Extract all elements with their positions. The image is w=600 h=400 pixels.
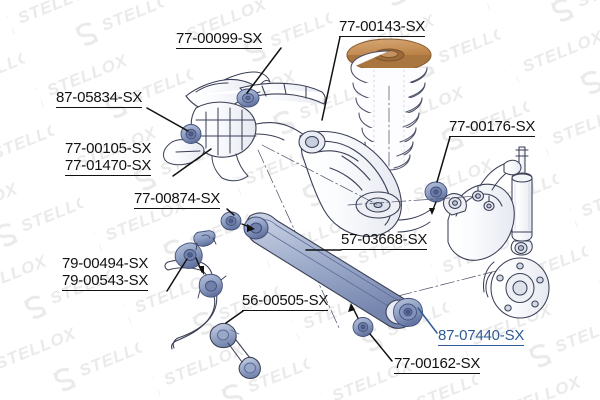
label-77-00162-sx[interactable]: 77-00162-SX	[394, 355, 481, 374]
label-line-79-00494-sx: 79-00494-SX	[62, 255, 149, 272]
label-77-00099-sx[interactable]: 77-00099-SX	[176, 30, 263, 49]
label-56-00505-sx[interactable]: 56-00505-SX	[242, 292, 329, 311]
label-79-00494-sx-79-00543-sx[interactable]: 79-00494-SX 79-00543-SX	[62, 255, 148, 292]
label-77-00874-sx[interactable]: 77-00874-SX	[134, 190, 221, 209]
label-77-00143-sx[interactable]: 77-00143-SX	[339, 18, 426, 37]
label-line-77-00105-sx: 77-00105-SX	[65, 140, 152, 157]
label-line-79-00543-sx: 79-00543-SX	[62, 272, 149, 291]
label-line-77-01470-sx: 77-01470-SX	[65, 157, 152, 176]
label-77-00105-sx-77-01470-sx[interactable]: 77-00105-SX 77-01470-SX	[65, 140, 151, 177]
label-87-05834-sx[interactable]: 87-05834-SX	[56, 89, 143, 108]
label-87-07440-sx[interactable]: 87-07440-SX	[438, 327, 525, 346]
label-77-00176-sx[interactable]: 77-00176-SX	[449, 118, 536, 137]
label-57-03668-sx[interactable]: 57-03668-SX	[341, 231, 428, 250]
